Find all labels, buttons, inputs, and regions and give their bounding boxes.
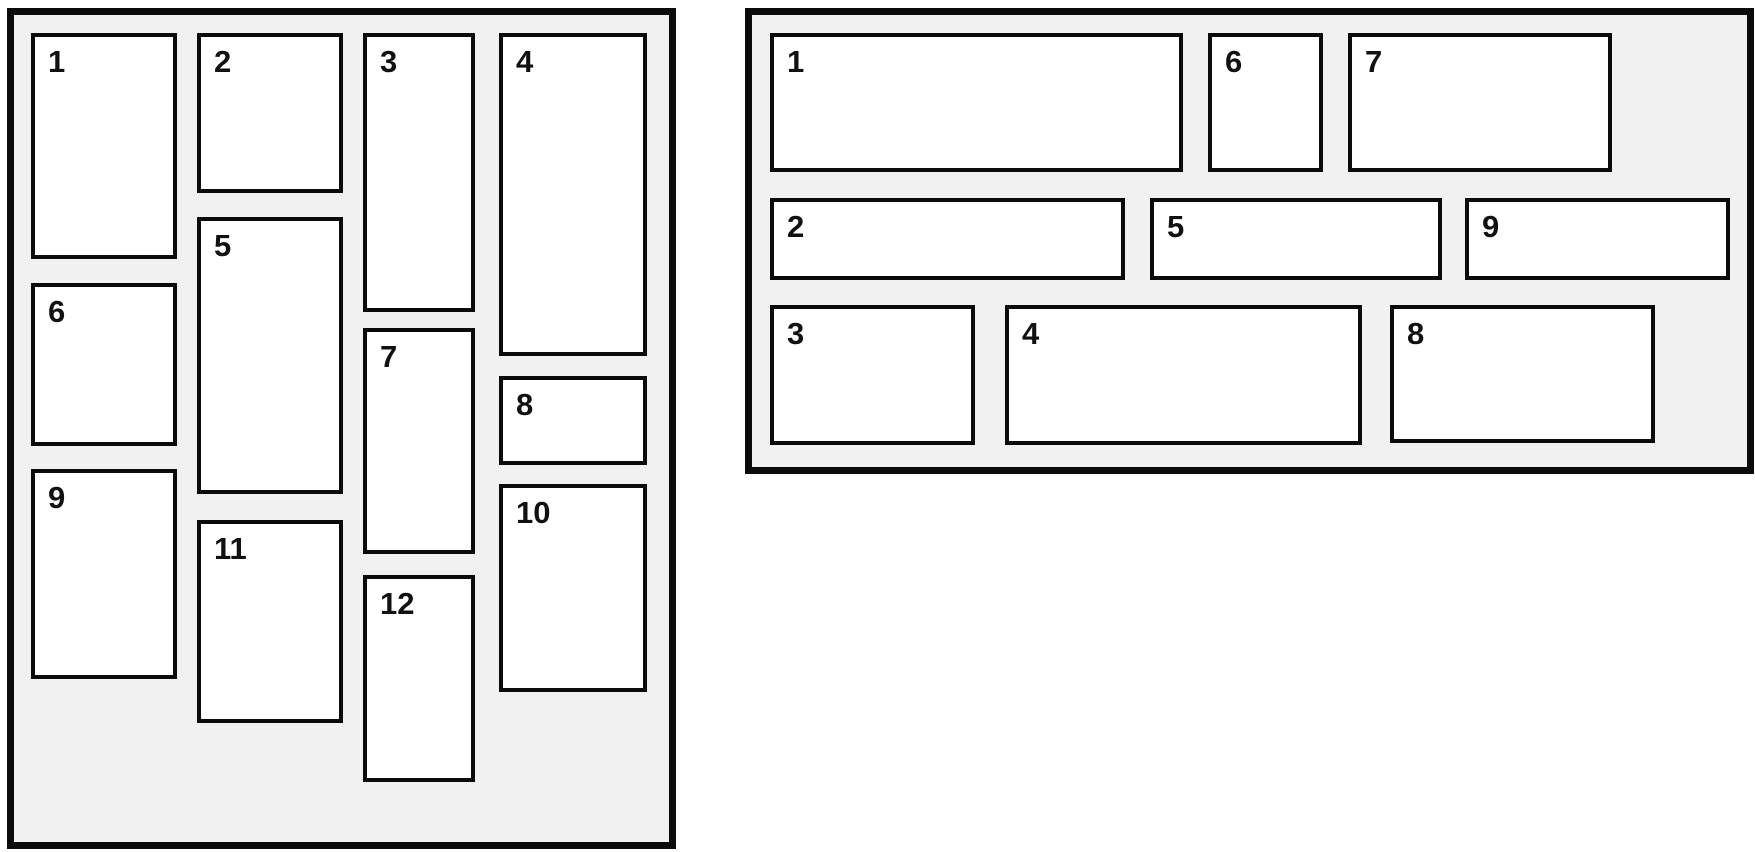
masonry-item-v3: 3 xyxy=(363,33,475,312)
masonry-item-v11: 11 xyxy=(197,520,343,723)
masonry-item-label: 4 xyxy=(516,44,534,79)
masonry-item-label: 4 xyxy=(1022,316,1040,351)
masonry-item-label: 2 xyxy=(214,44,232,79)
masonry-item-label: 12 xyxy=(380,586,415,621)
masonry-item-label: 3 xyxy=(787,316,805,351)
masonry-item-label: 2 xyxy=(787,209,805,244)
masonry-item-label: 7 xyxy=(380,339,398,374)
masonry-item-label: 5 xyxy=(214,228,232,263)
masonry-item-v1: 1 xyxy=(31,33,177,259)
masonry-item-label: 11 xyxy=(214,531,247,566)
masonry-item-label: 8 xyxy=(1407,316,1425,351)
masonry-item-v8: 8 xyxy=(499,376,647,465)
masonry-item-v12: 12 xyxy=(363,575,475,782)
masonry-item-h7: 7 xyxy=(1348,33,1612,172)
masonry-item-label: 5 xyxy=(1167,209,1185,244)
masonry-item-label: 3 xyxy=(380,44,398,79)
masonry-item-v7: 7 xyxy=(363,328,475,554)
masonry-item-h8: 8 xyxy=(1390,305,1655,443)
masonry-item-v2: 2 xyxy=(197,33,343,193)
masonry-item-label: 1 xyxy=(48,44,66,79)
masonry-item-h9: 9 xyxy=(1465,198,1730,280)
masonry-item-h5: 5 xyxy=(1150,198,1442,280)
masonry-item-label: 8 xyxy=(516,387,534,422)
masonry-item-label: 9 xyxy=(1482,209,1500,244)
masonry-item-v5: 5 xyxy=(197,217,343,494)
masonry-item-label: 1 xyxy=(787,44,805,79)
masonry-item-h6: 6 xyxy=(1208,33,1323,172)
masonry-item-label: 10 xyxy=(516,495,551,530)
masonry-item-label: 7 xyxy=(1365,44,1383,79)
masonry-item-h2: 2 xyxy=(770,198,1125,280)
masonry-item-h1: 1 xyxy=(770,33,1183,172)
masonry-item-label: 9 xyxy=(48,480,66,515)
masonry-item-label: 6 xyxy=(1225,44,1243,79)
masonry-item-v9: 9 xyxy=(31,469,177,679)
masonry-item-v4: 4 xyxy=(499,33,647,356)
horizontal-masonry-panel: 1 2 3 4 5 6 7 8 9 xyxy=(745,8,1754,474)
masonry-item-h4: 4 xyxy=(1005,305,1362,445)
masonry-item-v10: 10 xyxy=(499,484,647,692)
vertical-masonry-panel: 1 2 3 4 5 6 7 8 9 10 11 12 xyxy=(7,8,676,849)
masonry-item-v6: 6 xyxy=(31,283,177,446)
masonry-item-h3: 3 xyxy=(770,305,975,445)
masonry-item-label: 6 xyxy=(48,294,66,329)
